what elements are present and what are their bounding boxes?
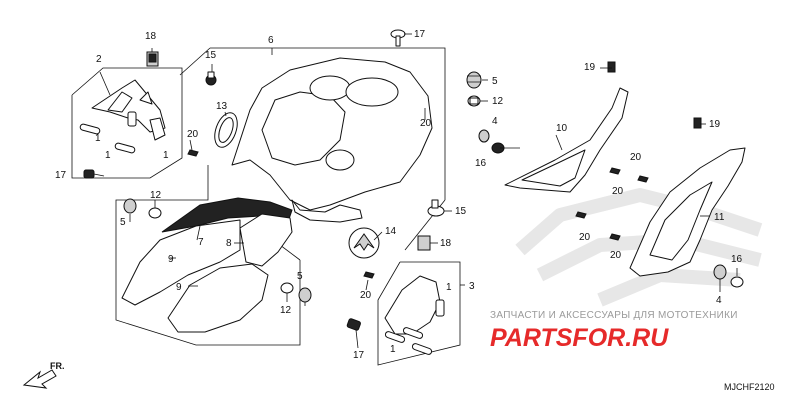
callout-20-mid: 20 <box>420 118 432 129</box>
callout-20-r1: 20 <box>630 152 642 163</box>
callout-12-top: 12 <box>492 96 504 107</box>
bracket-2-group[interactable] <box>79 79 166 154</box>
clip-18-top[interactable] <box>146 51 159 67</box>
callout-1-b: 1 <box>105 150 111 161</box>
callout-9-a: 9 <box>168 254 174 265</box>
collar-12-top[interactable] <box>467 95 481 107</box>
clip-18-right[interactable] <box>417 235 431 251</box>
emblem-14[interactable] <box>348 227 380 259</box>
callout-19-top: 19 <box>584 62 596 73</box>
bolt-15-right[interactable] <box>427 199 445 217</box>
callout-labels: 2 18 15 6 13 20 17 1 1 1 17 5 12 4 16 10… <box>55 29 743 361</box>
callout-15-right: 15 <box>455 206 467 217</box>
callout-12-bottom: 12 <box>280 305 292 316</box>
callout-1-d: 1 <box>446 282 452 293</box>
watermark-brand: PARTSFOR.RU <box>490 324 669 352</box>
callout-1-e: 1 <box>390 344 396 355</box>
callout-10: 10 <box>556 123 568 134</box>
side-cover-11[interactable] <box>629 147 746 277</box>
callout-4-bottom: 4 <box>716 295 722 306</box>
watermark: ЗАПЧАСТИ И АКСЕССУАРЫ ДЛЯ МОТОТЕХНИКИ PA… <box>490 310 738 352</box>
screw-20-left[interactable] <box>187 149 199 157</box>
bolt-17-bottom[interactable] <box>346 318 361 331</box>
callout-20-r2: 20 <box>612 186 624 197</box>
bracket-3-group[interactable] <box>384 275 445 355</box>
tank-cover-6[interactable] <box>231 57 433 223</box>
grommet-4-bottom[interactable] <box>713 264 727 280</box>
bolt-19-right[interactable] <box>693 117 702 129</box>
bolt-15-top[interactable] <box>205 71 217 86</box>
inner-panel-7[interactable] <box>161 197 293 233</box>
screw-20-center[interactable] <box>363 271 375 279</box>
collar-16-bottom[interactable] <box>730 276 744 288</box>
callout-20-r3: 20 <box>579 232 591 243</box>
callout-17-left: 17 <box>55 170 67 181</box>
callout-20-left: 20 <box>187 129 199 140</box>
bolt-17-top[interactable] <box>390 29 406 47</box>
rubber-5-bottom[interactable] <box>298 287 312 303</box>
bolt-17-left[interactable] <box>83 169 105 179</box>
callout-5-left: 5 <box>120 217 126 228</box>
callout-1-c: 1 <box>163 150 169 161</box>
inner-panel-8[interactable] <box>239 213 293 267</box>
callout-16-bottom: 16 <box>731 254 743 265</box>
callout-8: 8 <box>226 238 232 249</box>
screw-20-right-d[interactable] <box>637 175 649 183</box>
callout-6: 6 <box>268 35 274 46</box>
callout-11: 11 <box>714 212 725 223</box>
callout-20-r4: 20 <box>610 250 622 261</box>
callout-12-left: 12 <box>150 190 162 201</box>
grommet-4-top[interactable] <box>478 129 490 143</box>
callout-7: 7 <box>198 237 204 248</box>
bolt-19-top[interactable] <box>607 61 616 73</box>
callout-9-b: 9 <box>176 282 182 293</box>
callout-19-right: 19 <box>709 119 721 130</box>
callout-3: 3 <box>469 281 475 292</box>
callout-17-top: 17 <box>414 29 426 40</box>
screw-20-right-a[interactable] <box>609 167 621 175</box>
leader-lines <box>99 33 738 349</box>
diagram-code: MJCHF2120 <box>724 382 775 392</box>
callout-5-bottom: 5 <box>297 271 303 282</box>
callout-16-top: 16 <box>475 158 487 169</box>
callout-20-center: 20 <box>360 290 372 301</box>
front-direction-arrow: FR. <box>22 361 65 389</box>
callout-18-right: 18 <box>440 238 452 249</box>
callout-15-top: 15 <box>205 50 217 61</box>
callout-4-top: 4 <box>492 116 498 127</box>
watermark-tagline: ЗАПЧАСТИ И АКСЕССУАРЫ ДЛЯ МОТОТЕХНИКИ <box>490 310 738 321</box>
collar-12-left[interactable] <box>148 207 162 219</box>
cover-9-upper[interactable] <box>121 219 241 306</box>
grommet-13[interactable] <box>210 110 241 151</box>
callout-18-top: 18 <box>145 31 157 42</box>
collar-12-bottom[interactable] <box>280 282 294 294</box>
callout-5-top: 5 <box>492 76 498 87</box>
callout-17-bottom: 17 <box>353 350 365 361</box>
callout-14: 14 <box>385 226 397 237</box>
callout-1-a: 1 <box>95 133 101 144</box>
pad-9-lower[interactable] <box>167 263 269 333</box>
callout-13: 13 <box>216 101 228 112</box>
background-wing-logo <box>515 188 763 307</box>
screw-20-right-b[interactable] <box>575 211 587 219</box>
callout-2: 2 <box>96 54 102 65</box>
rubber-5-top[interactable] <box>466 71 482 89</box>
assembly-frames <box>71 47 461 366</box>
screw-20-right-c[interactable] <box>609 233 621 241</box>
direction-label: FR. <box>50 361 65 371</box>
side-cover-10[interactable] <box>504 87 629 193</box>
rubber-5-left[interactable] <box>123 198 137 214</box>
